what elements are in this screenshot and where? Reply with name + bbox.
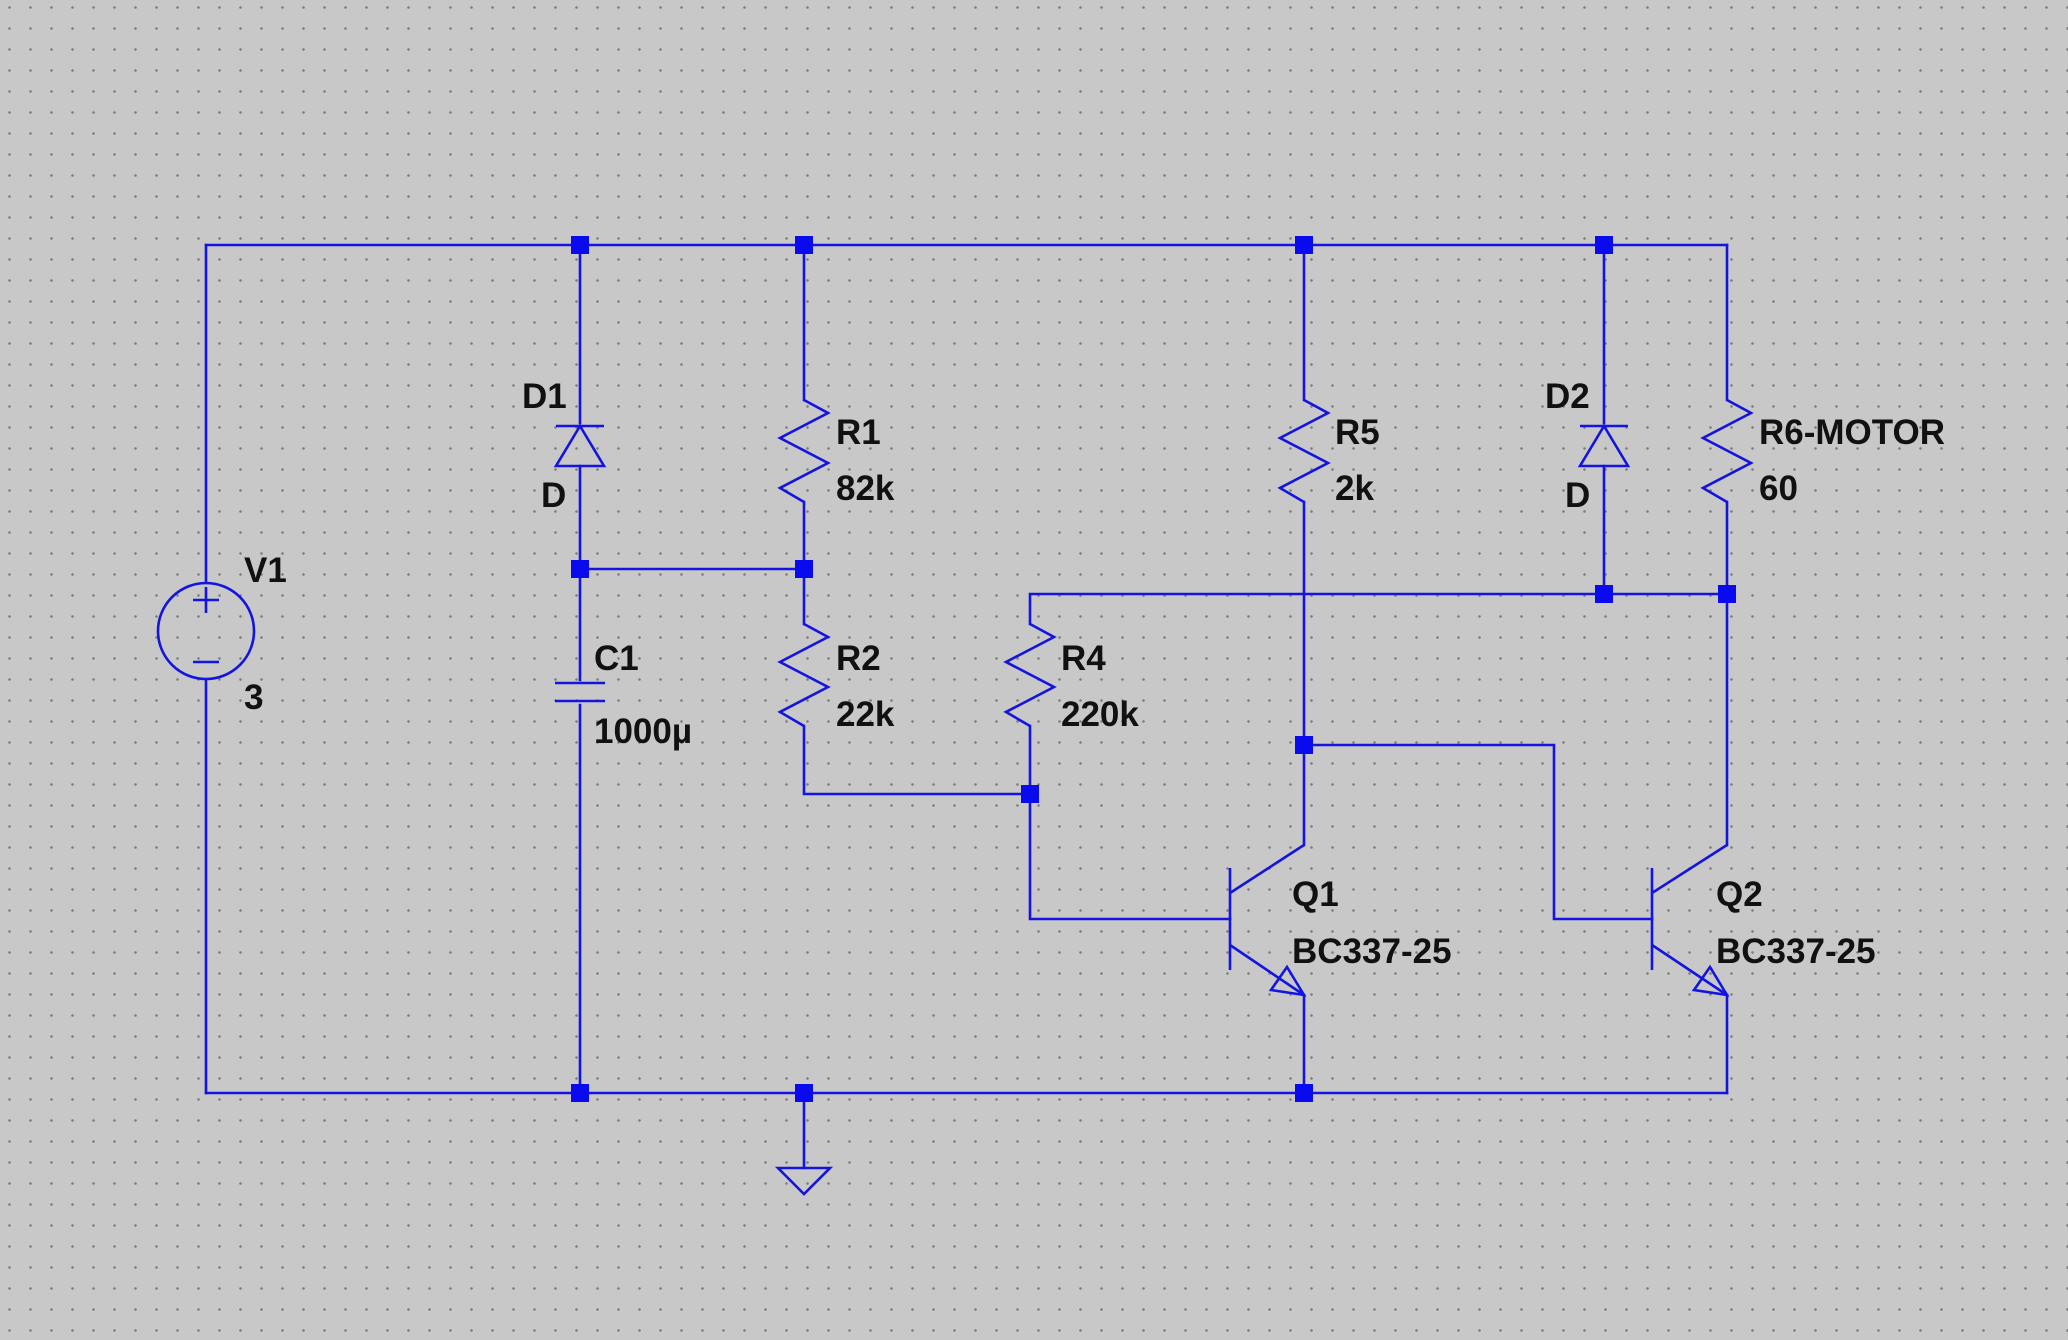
r4-top-wire: [1028, 592, 1729, 626]
d1-value-label: D: [541, 476, 567, 515]
resistor-r2[interactable]: [777, 622, 831, 728]
junction: [1595, 236, 1613, 254]
q1-value-label: BC337-25: [1292, 932, 1452, 971]
junction: [795, 1084, 813, 1102]
r5-name-label: R5: [1335, 413, 1380, 452]
voltage-source-v1[interactable]: [156, 581, 256, 681]
d1-name-label: D1: [522, 377, 567, 416]
q2-value-label: BC337-25: [1716, 932, 1876, 971]
q1-name-label: Q1: [1292, 875, 1339, 914]
c1-name-label: C1: [594, 639, 639, 678]
r5-value-label: 2k: [1335, 469, 1374, 508]
r2-bottom-wire: [802, 724, 1032, 796]
junction: [1595, 585, 1613, 603]
q1-base-wire: [1028, 724, 1232, 921]
junction: [1021, 785, 1039, 803]
resistor-r5[interactable]: [1277, 398, 1331, 504]
resistor-r1[interactable]: [777, 398, 831, 504]
resistor-r4[interactable]: [1003, 622, 1057, 728]
ground-symbol[interactable]: [774, 1166, 834, 1196]
resistor-r6-motor[interactable]: [1700, 398, 1754, 504]
v1-name-label: V1: [244, 551, 287, 590]
r1-value-label: 82k: [836, 469, 895, 508]
c1-value-label: 1000µ: [594, 712, 693, 751]
transistor-q1[interactable]: [1228, 843, 1307, 997]
r4-name-label: R4: [1061, 639, 1106, 678]
r1-name-label: R1: [836, 413, 881, 452]
r6-value-label: 60: [1759, 469, 1798, 508]
diode-d2[interactable]: [1577, 423, 1631, 468]
capacitor-c1[interactable]: [555, 681, 605, 703]
junction-dots: [571, 236, 1736, 1102]
junction: [795, 236, 813, 254]
junction: [571, 236, 589, 254]
diode-d1[interactable]: [553, 423, 607, 468]
junction: [1295, 736, 1313, 754]
q2-base-wire: [1302, 743, 1654, 921]
r2-name-label: R2: [836, 639, 881, 678]
junction: [1718, 585, 1736, 603]
junction: [571, 560, 589, 578]
q2-name-label: Q2: [1716, 875, 1763, 914]
junction: [571, 1084, 589, 1102]
v1-value-label: 3: [244, 678, 264, 717]
junction: [1295, 236, 1313, 254]
d2-name-label: D2: [1545, 377, 1590, 416]
d2-value-label: D: [1565, 476, 1591, 515]
wires: [204, 243, 1729, 1170]
transistor-q2[interactable]: [1650, 843, 1730, 997]
r6-name-label: R6-MOTOR: [1759, 413, 1946, 452]
r2-value-label: 22k: [836, 695, 895, 734]
junction: [795, 560, 813, 578]
junction: [1295, 1084, 1313, 1102]
r4-value-label: 220k: [1061, 695, 1139, 734]
